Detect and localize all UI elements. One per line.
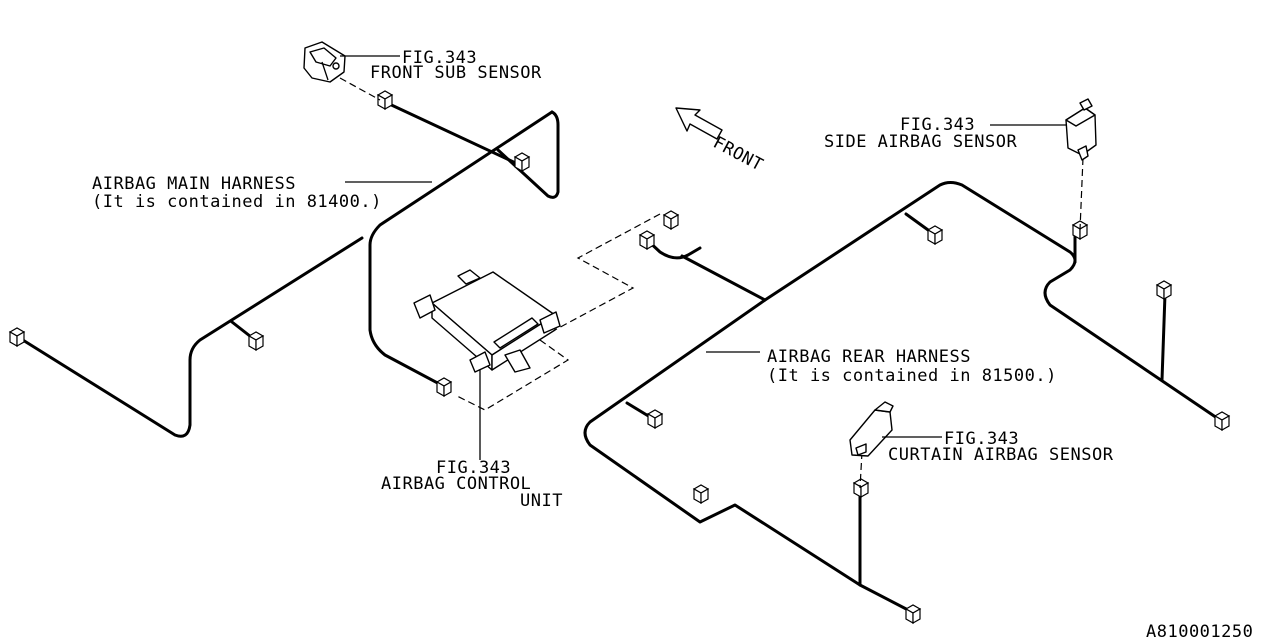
airbag-control-unit-part [413,269,561,373]
connector-front-sub-sensor [377,90,393,110]
connector-rear-left [647,409,663,429]
rear-harness-name-label: AIRBAG REAR HARNESS [767,347,971,367]
connector-rear-bottom [693,484,709,504]
connector-rear-mid [927,225,943,245]
side-sensor-fig-label: FIG.343 [900,115,975,135]
connector-main-upper [514,152,530,172]
connector-rear-bottom-end [905,604,921,624]
main-harness-name-label: AIRBAG MAIN HARNESS [92,174,296,194]
dashed-links [339,77,1084,489]
front-direction-arrow [675,107,723,140]
front-direction-label: FRONT [710,133,767,176]
connector-rear-right-end [1214,411,1230,431]
connector-main-mid [248,331,264,351]
side-sensor-name-label: SIDE AIRBAG SENSOR [824,132,1017,152]
curtain-sensor-name-label: CURTAIN AIRBAG SENSOR [888,445,1114,465]
side-airbag-sensor-part [1065,98,1097,161]
control-unit-name-line2: UNIT [520,491,563,511]
airbag-main-harness [16,100,560,438]
connectors [9,90,1230,624]
rear-harness-note-label: (It is contained in 81500.) [767,366,1057,386]
airbag-rear-harness [583,181,1222,614]
connector-rear-upper [663,210,679,230]
connector-rear-upper-2 [639,230,655,250]
front-sub-sensor-fig-label: FIG.343 [402,48,477,68]
connector-curtain-sensor [853,478,869,498]
control-unit-name-line1: AIRBAG CONTROL [381,474,531,494]
diagram-id-label: A810001250 [1146,622,1253,640]
front-sub-sensor-name-label: FRONT SUB SENSOR [370,63,542,83]
curtain-airbag-sensor-part [849,401,894,457]
connector-rear-right-top [1156,280,1172,300]
front-sub-sensor-part [303,41,346,83]
curtain-sensor-fig-label: FIG.343 [944,429,1019,449]
connector-control-unit [436,377,452,397]
control-unit-fig-label: FIG.343 [436,458,511,478]
connector-main-left [9,327,25,347]
main-harness-note-label: (It is contained in 81400.) [92,192,382,212]
